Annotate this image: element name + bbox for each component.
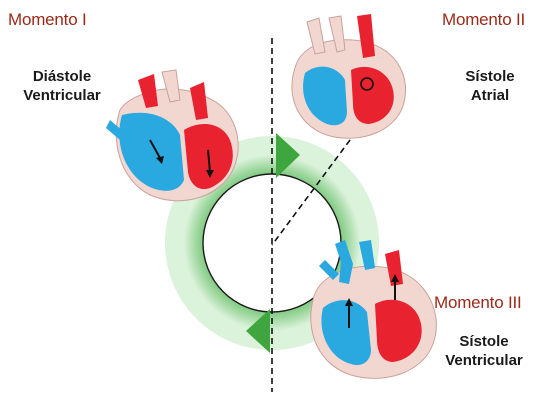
moment-3-phase-line1: Sístole	[430, 332, 538, 351]
moment-3-phase-line2: Ventricular	[430, 351, 538, 370]
moment-3-phase: Sístole Ventricular	[430, 332, 538, 370]
moment-2-title: Momento II	[442, 10, 525, 30]
moment-1-phase-line2: Ventricular	[12, 86, 112, 105]
heart-atrial-systole-icon	[292, 14, 406, 138]
moment-1-phase: Diástole Ventricular	[12, 67, 112, 105]
moment-1-phase-line1: Diástole	[12, 67, 112, 86]
moment-2-phase-line2: Atrial	[440, 86, 540, 105]
moment-2-phase: Sístole Atrial	[440, 67, 540, 105]
moment-3-title: Momento III	[434, 293, 522, 313]
moment-2-phase-line1: Sístole	[440, 67, 540, 86]
moment-1-title: Momento I	[8, 10, 87, 30]
heart-diastole-icon	[106, 70, 238, 201]
